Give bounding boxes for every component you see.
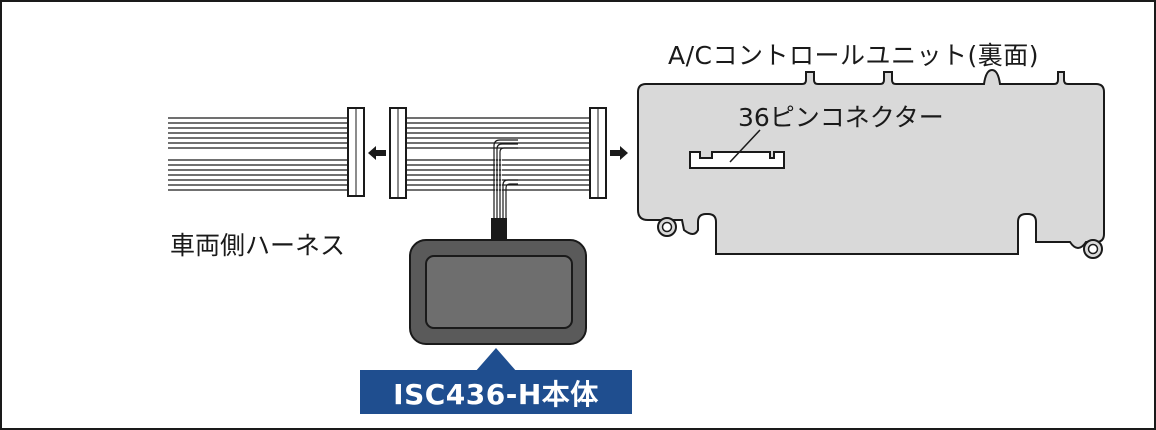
36-pin-connector-socket [689,151,785,169]
device-screen [425,255,573,329]
device-name-label: ISC436-H本体 [393,378,599,411]
ac-control-unit [637,68,1105,255]
adapter-connector-right [589,107,607,199]
mounting-hole-right [1083,239,1103,259]
connector-label: 36ピンコネクター [738,103,944,132]
harness-connector [347,107,365,197]
vehicle-harness-label: 車両側ハーネス [170,231,346,260]
branch-wires [493,139,518,218]
arrow-right-icon [610,146,628,160]
control-unit-label: A/Cコントロールユニット(裏面) [668,41,1039,70]
adapter-connector-left [389,107,407,199]
vehicle-harness-wires [168,117,350,191]
device-badge [360,348,632,414]
arrow-left-icon [368,146,386,160]
device-cable-boot [491,218,507,242]
connector-leader-line [729,129,761,163]
branch-wire-highlight [495,150,502,216]
device-body [409,239,587,345]
mounting-hole-left [657,217,677,237]
adapter-harness-wires [406,117,592,191]
